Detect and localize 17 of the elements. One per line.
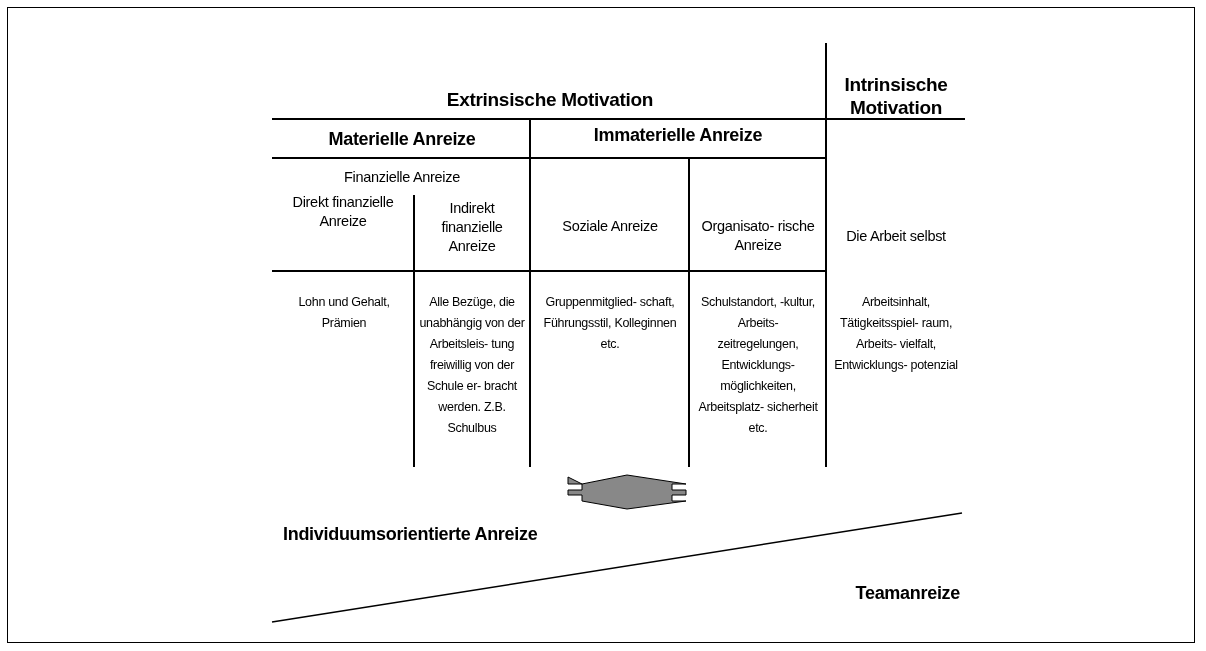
column-heading: Intrinsische Motivation (843, 73, 949, 119)
category-heading: Soziale Anreize (561, 217, 659, 236)
description-text: Gruppenmitglied- schaft, Führungsstil, Kolleginnen etc. (542, 294, 678, 353)
description-text: Alle Bezüge, die unabhängig von der Arbeitsleis- tung freiwillig von der Schule er- bracht werden. Z.B. Schulbus (418, 294, 526, 437)
axis-end-label: Teamanreize (854, 582, 960, 605)
category-heading: Indirekt finanzielle Anreize (440, 199, 504, 256)
description-text: Arbeitsinhalt, Tätigkeitsspiel- raum, Arbeits- vielfalt, Entwicklungs- potenzial (834, 294, 958, 374)
subgroup-heading: Finanzielle Anreize (343, 168, 461, 187)
description-text: Schulstandort, -kultur, Arbeits- zeitregelungen, Entwicklungs- möglichkeiten, Arbeitsplatz- sicherheit etc. (697, 294, 819, 437)
category-heading: Direkt finanzielle Anreize (291, 193, 395, 231)
group-heading: Immaterielle Anreize (592, 124, 764, 146)
axis-end-label: Individuumsorientierte Anreize (283, 523, 539, 546)
category-heading: Organisato- rische Anreize (700, 217, 816, 255)
category-heading: Die Arbeit selbst (845, 227, 947, 246)
column-heading: Extrinsische Motivation (445, 88, 655, 111)
group-heading: Materielle Anreize (327, 128, 477, 150)
description-text: Lohn und Gehalt, Prämien (297, 294, 391, 332)
